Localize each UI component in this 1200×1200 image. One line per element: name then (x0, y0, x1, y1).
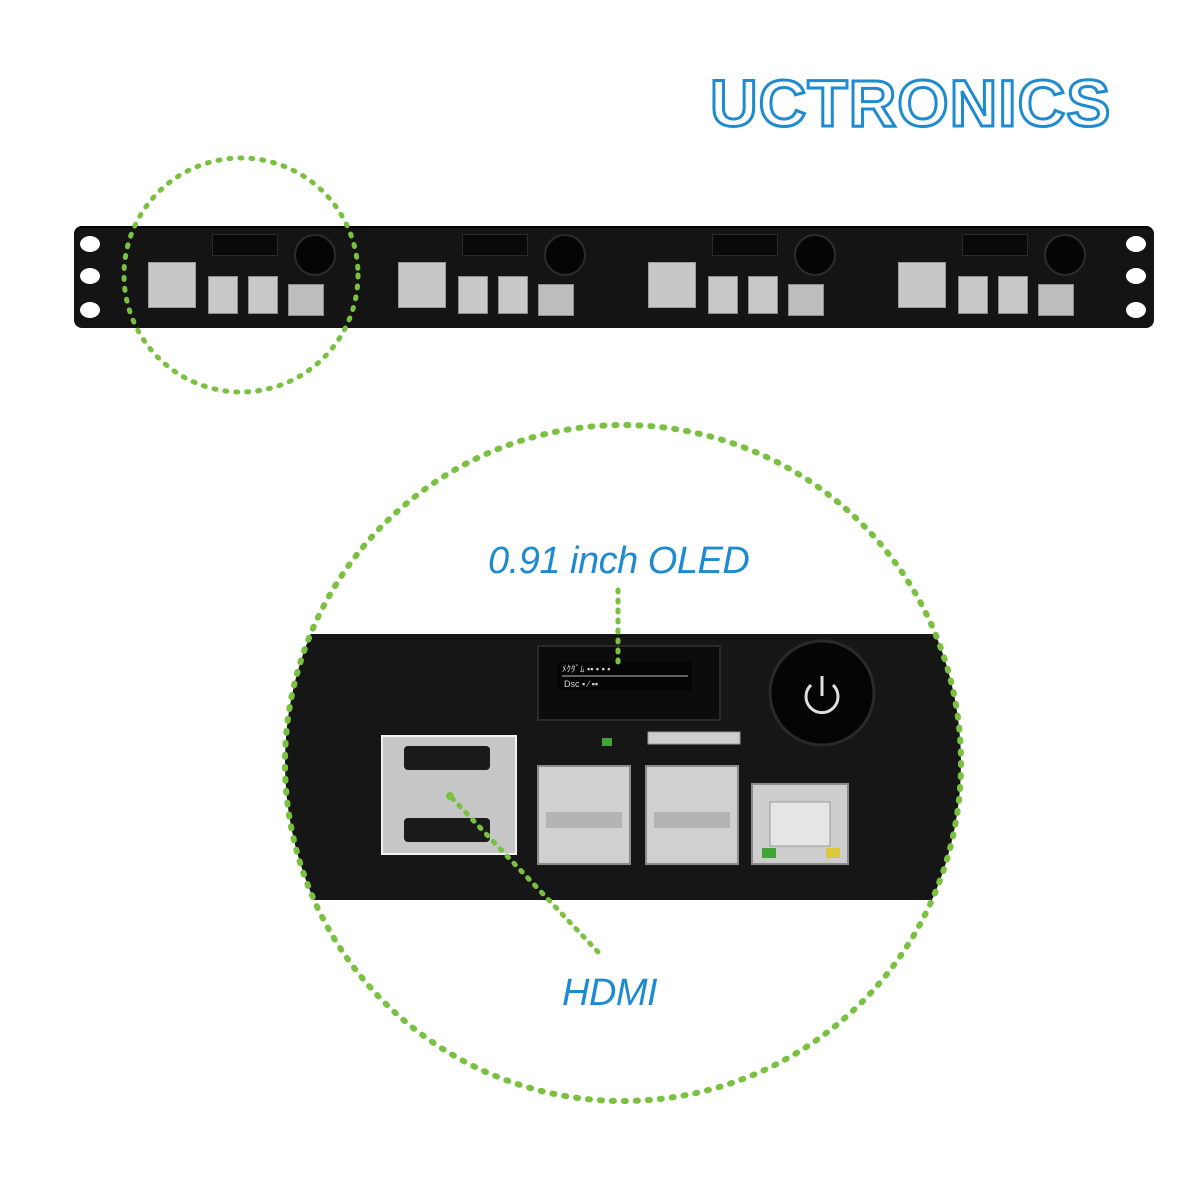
mini-usb-ports (458, 276, 488, 314)
rack-ear-hole (1126, 302, 1146, 318)
oled-callout-label: 0.91 inch OLED (488, 540, 750, 582)
mini-usb-ports (748, 276, 778, 314)
power-button-icon[interactable] (294, 234, 336, 276)
highlight-circle-small (121, 155, 361, 395)
rack-ear-hole (80, 268, 100, 284)
rack-panel (74, 226, 1154, 328)
rack-unit (384, 234, 624, 320)
rack-ear-hole (80, 236, 100, 252)
mini-ethernet-port (1038, 284, 1074, 316)
mini-usb-ports (208, 276, 238, 314)
svg-text:UCTRONICS: UCTRONICS (710, 66, 1111, 140)
brand-name: UCTRONICS (0, 0, 1, 1)
rack-ear-hole (1126, 236, 1146, 252)
detail-zoom: ﾒｸﾀﾞﾑ ▪▪ ▪ ▪ ▪ Dsc ▪ ∕ ▪▪ (282, 422, 964, 1104)
svg-text:Dsc ▪ ∕ ▪▪: Dsc ▪ ∕ ▪▪ (564, 679, 598, 689)
svg-text:ﾒｸﾀﾞﾑ ▪▪ ▪ ▪ ▪: ﾒｸﾀﾞﾑ ▪▪ ▪ ▪ ▪ (562, 664, 610, 674)
mini-usb-ports (498, 276, 528, 314)
rack-unit (884, 234, 1124, 320)
power-button-icon[interactable] (1044, 234, 1086, 276)
mini-ethernet-port (538, 284, 574, 316)
rack-ear-hole (1126, 268, 1146, 284)
mini-ethernet-port (288, 284, 324, 316)
mini-oled-display (712, 234, 778, 256)
mini-hdmi-ports (898, 262, 946, 308)
uctronics-logo: UCTRONICS (709, 65, 1112, 142)
mini-usb-ports (998, 276, 1028, 314)
mini-oled-display (962, 234, 1028, 256)
mini-usb-ports (248, 276, 278, 314)
mini-hdmi-ports (148, 262, 196, 308)
rack-ear-hole (80, 302, 100, 318)
rack-unit (134, 234, 374, 320)
mini-oled-display (462, 234, 528, 256)
mini-hdmi-ports (398, 262, 446, 308)
power-button-icon[interactable] (794, 234, 836, 276)
rack-unit (634, 234, 874, 320)
mini-hdmi-ports (648, 262, 696, 308)
mini-ethernet-port (788, 284, 824, 316)
mini-usb-ports (708, 276, 738, 314)
mini-oled-display (212, 234, 278, 256)
mini-usb-ports (958, 276, 988, 314)
power-button-icon[interactable] (544, 234, 586, 276)
hdmi-callout-label: HDMI (562, 972, 658, 1014)
